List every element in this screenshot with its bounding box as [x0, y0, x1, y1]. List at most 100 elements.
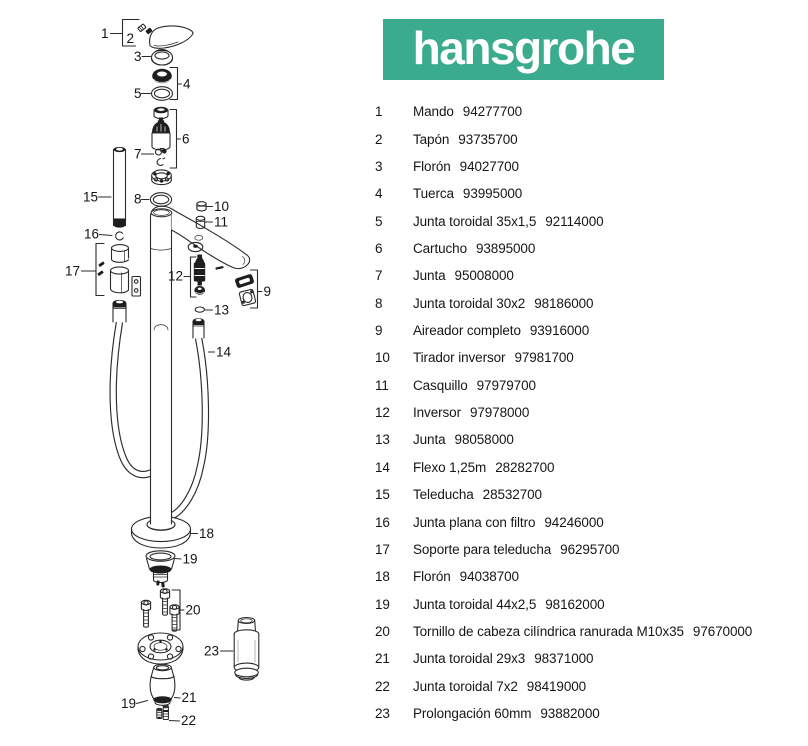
part-code: 28282700	[495, 459, 555, 475]
part-name: Junta	[413, 432, 446, 448]
part-number: 16	[375, 514, 390, 530]
callout-label: 16	[84, 227, 99, 242]
callout-label: 15	[83, 190, 98, 205]
part-number: 22	[375, 678, 390, 694]
part-number: 3	[375, 158, 383, 174]
part-name: Casquillo	[413, 377, 468, 393]
part-number: 14	[375, 459, 390, 475]
part-name: Tuerca	[413, 186, 454, 202]
part-name: Junta plana con filtro	[413, 514, 536, 530]
part-name: Soporte para teleducha	[413, 541, 552, 557]
part-code: 98162000	[545, 596, 605, 612]
screws-20	[140, 588, 180, 632]
exploded-diagram: 1 2 3 4 5 6 7 8 9 10 11 12 13 14 15 16 1…	[65, 18, 271, 728]
tailpiece	[145, 550, 176, 588]
hose-fitting-right	[192, 318, 205, 339]
callout-label: 6	[182, 132, 190, 147]
part-code: 97981700	[514, 350, 574, 366]
part-code: 93895000	[475, 240, 536, 256]
part-code: 93916000	[529, 323, 590, 339]
part-number: 21	[375, 651, 390, 667]
diverter-valve	[193, 254, 206, 295]
parts-list-row: 7 Junta 95008000	[375, 262, 752, 289]
seal-13	[194, 306, 205, 313]
extension-23	[233, 616, 260, 681]
part-number: 10	[375, 350, 390, 366]
part-number: 8	[375, 295, 383, 311]
callout-label: 20	[186, 603, 201, 618]
part-code: 28532700	[482, 487, 542, 503]
part-number: 4	[375, 186, 383, 202]
barrel-21	[149, 663, 176, 706]
hansgrohe-logo: hansgrohe	[383, 19, 664, 80]
part-number: 13	[375, 432, 390, 448]
part-code: 94027700	[459, 158, 519, 174]
part-code: 97670000	[692, 624, 753, 639]
screw	[159, 588, 171, 616]
part-name: Prolongación 60mm	[413, 706, 532, 722]
aerator	[235, 274, 257, 307]
callout-labels: 1 2 3 4 5 6 7 8 9 10 11 12 13 14 15 16 1…	[65, 26, 271, 728]
part-name: Florón	[413, 158, 451, 174]
callout-label: 23	[204, 644, 219, 659]
screw	[169, 604, 180, 632]
callout-label: 11	[214, 215, 228, 230]
handshower-15	[112, 146, 127, 228]
part-code: 98186000	[534, 295, 594, 311]
part-number: 19	[375, 596, 390, 612]
nut-4	[152, 68, 172, 84]
part-number: 20	[375, 624, 390, 639]
part-code: 98058000	[454, 432, 514, 448]
part-code: 98371000	[534, 651, 594, 667]
part-name: Junta	[413, 268, 446, 284]
callout-label: 12	[168, 269, 183, 284]
part-name: Mando	[413, 104, 454, 120]
callout-label: 10	[214, 199, 229, 214]
part-code: 97978000	[469, 405, 530, 421]
callout-label: 21	[182, 690, 197, 705]
part-code: 98419000	[526, 678, 587, 694]
part-number: 7	[375, 268, 383, 284]
part-code: 95008000	[454, 268, 514, 284]
part-number: 11	[375, 377, 389, 393]
retaining-nut	[151, 169, 172, 186]
part-number: 2	[375, 131, 383, 147]
mounting-flange	[137, 632, 184, 665]
part-name: Junta toroidal 29x3	[413, 651, 526, 667]
part-code: 96295700	[560, 541, 620, 557]
part-name: Cartucho	[413, 240, 467, 256]
callout-label: 7	[134, 147, 142, 162]
part-name: Inversor	[413, 405, 461, 421]
callout-label: 1	[101, 26, 109, 41]
part-name: Florón	[413, 569, 451, 585]
callout-label: 17	[65, 264, 80, 279]
part-number: 6	[375, 240, 383, 256]
part-number: 1	[375, 104, 383, 120]
part-name: Teleducha	[413, 487, 474, 503]
part-name: Aireador completo	[413, 323, 521, 339]
junta-7	[154, 147, 167, 166]
part-name: Junta toroidal 7x2	[413, 678, 518, 694]
cartridge	[151, 117, 171, 151]
handle-screw	[137, 23, 153, 35]
handle-lever	[149, 25, 194, 49]
logo-text: hansgrohe	[412, 21, 636, 74]
callout-label: 18	[199, 526, 214, 541]
part-name: Junta toroidal 44x2,5	[413, 596, 537, 612]
part-name: Junta toroidal 35x1,5	[413, 213, 537, 229]
part-number: 18	[375, 569, 390, 585]
screws-22	[156, 704, 169, 721]
flexo-hose-14	[170, 337, 210, 519]
parts-list-row: 13 Junta 98058000	[375, 426, 752, 453]
